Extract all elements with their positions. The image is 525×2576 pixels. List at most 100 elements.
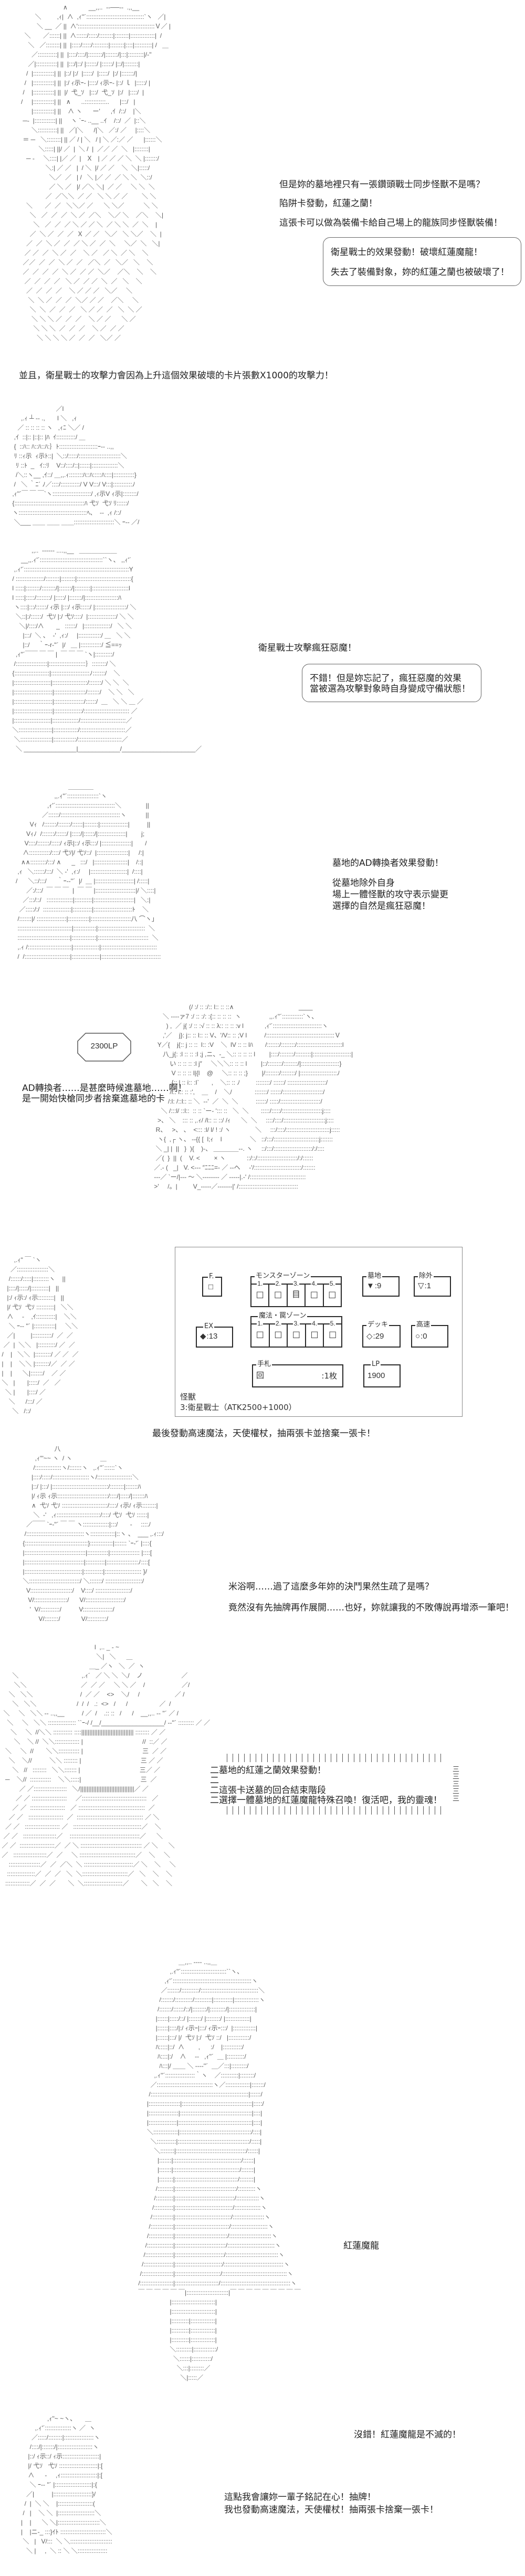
character-art-8: ＿,,.. -‐‐- ..,,＿ ,.ｨ''´:::::::::::::::::… [138, 1958, 301, 2381]
empty-slot-icon: □ [256, 1289, 264, 1299]
bubble-line: 衛星戰士的效果發動！破壞紅蓮魔龍！ [331, 247, 482, 258]
spell-slot-2: 2. □ [270, 1320, 288, 1347]
spell-slot-4: 4. □ [306, 1320, 324, 1347]
lp-value: 1900 [368, 1371, 385, 1380]
panel-line: 二這張卡送墓的回合結束階段 [210, 1785, 326, 1796]
character-art-7: 八 ,ｨ'''~~ ヽ / ヽ ＿ /:::::::::::::::ヽ/::::… [23, 1445, 164, 1623]
speed-count: :0 [421, 1332, 427, 1341]
dialogue-line: 但是妳的墓地裡只有一張鑽頭戰士同步怪獸不是嗎？ [279, 179, 485, 190]
speed-icon: ○ [415, 1332, 421, 1341]
bubble-line: 失去了裝備對象，妳的紅蓮之蘭也被破壞了！ [331, 267, 509, 278]
empty-slot-icon: □ [274, 1329, 282, 1339]
panel-line: 二選擇一體墓地的紅蓮魔龍特殊召喚！復活吧，我的靈魂！ [210, 1795, 442, 1806]
bubble-line: 不錯！但是妳忘記了，瘋狂惡魔的效果 [310, 673, 461, 684]
lp-zone: LP 1900 [363, 1360, 401, 1387]
dialogue-line: 從墓地除外自身 [332, 878, 395, 888]
dialogue-line: 沒錯！紅蓮魔龍是不滅的！ [352, 2430, 463, 2440]
monster-slot-5: 5. □ [324, 1280, 341, 1306]
dialogue-line: 我也發動高速魔法，天使權杖！抽兩張卡捨棄一張卡！ [224, 2505, 438, 2515]
life-points-value: 2300LP [90, 1042, 118, 1051]
octagon-frame-icon [77, 1033, 131, 1062]
extra-deck-zone: EX ◆:13 [196, 1322, 233, 1348]
monster-slot-1: 1. □ [251, 1280, 270, 1306]
hand-zone: 手札 回 :1枚 [252, 1360, 343, 1387]
monsters-heading: 怪獸 [180, 1392, 196, 1402]
dialogue-line: AD轉換者……是甚麼時候進墓地……啊！ [22, 1083, 187, 1094]
dialogue-line: 選擇的自然是瘋狂惡魔！ [332, 901, 430, 911]
character-art-3: ,,.. -‐‐-‐‐ ....,,__ ＿＿＿＿＿＿ __,,.ｨ'´::::… [12, 547, 202, 752]
slot-number: 1. [257, 1320, 264, 1327]
slot-number: 4. [311, 1320, 318, 1327]
monster-zone: モンスターゾーン 1. □ 2. □ 3. 目 4.□ 5. □ [250, 1272, 342, 1307]
dialogue-line: 這點我會讓妳一輩子銘記在心！抽牌！ [224, 2492, 376, 2503]
graveyard-zone: 墓地 ▼:9 [362, 1272, 400, 1297]
monster-entry: 3:衛星戰士（ATK2500+1000） [180, 1403, 297, 1412]
bubble-line: 當被選為攻擊對象時自身變成守備狀態！ [310, 684, 470, 694]
dragon-caption: 紅蓮魔龍 [341, 2241, 381, 2251]
empty-slot-icon: □ [310, 1329, 319, 1339]
banished-count: :1 [424, 1281, 432, 1290]
empty-slot-icon: □ [328, 1289, 337, 1299]
deck-zone: デッキ ◇:29 [362, 1321, 401, 1348]
spell-slot-3: 3. □ [288, 1320, 306, 1347]
spell-trap-zone-label: 魔法・罠ゾーン [258, 1312, 308, 1320]
effect-panel: 二墓地的紅蓮之蘭效果發動！ 二 二這張卡送墓的回合結束階段 二選擇一體墓地的紅蓮… [206, 1753, 468, 1815]
extra-deck-label: EX [203, 1322, 215, 1331]
dialogue-line: 是一開始快槍同步者捨棄進墓地的卡 [22, 1094, 165, 1104]
lp-label: LP [371, 1360, 381, 1369]
monster-slot-2: 2. □ [269, 1280, 288, 1306]
banished-label: 除外 [418, 1272, 434, 1280]
hand-count: :1枚 [321, 1371, 337, 1381]
dialogue-line: 米浴啊……過了這麼多年妳的決鬥果然生疏了是嗎？ [228, 1582, 434, 1592]
dragon-art: l ,.. _ ‐ ~ ＼| ＼ ＿ ＿_ ／ヽ ＼ ／ ヽ ＼ ,.ｨ´ [2, 1644, 211, 1887]
dialogue-line: 竟然沒有先抽牌再作展開……也好，妳就讓我的不敗傳說再增添一筆吧！ [228, 1603, 514, 1613]
dialogue-line: 陷阱卡發動，紅蓮之蘭！ [279, 198, 377, 209]
slot-number: 3. [293, 1320, 300, 1327]
hand-label: 手札 [256, 1360, 272, 1369]
spell-slot-5: 5. □ [324, 1320, 341, 1347]
graveyard-label: 墓地 [366, 1272, 383, 1280]
monster-slot-3: 3. 目 [288, 1280, 306, 1306]
life-points-badge: 2300LP [77, 1033, 131, 1062]
empty-slot-icon: □ [256, 1329, 264, 1339]
speed-label: 高速 [415, 1321, 432, 1329]
banished-icon: ▽ [418, 1281, 424, 1290]
slot-number: 1. [257, 1280, 264, 1287]
character-art-top: ∧ __,,.. -‐──‐- .,,__ ＼ ,ｨ| ∧ ,ｨ''´:::::… [21, 4, 171, 342]
deck-count: :29 [373, 1332, 384, 1341]
narration-line: 並且，衛星戰士的攻擊力會因為上升這個效果破壞的卡片張數X1000的攻擊力！ [19, 370, 333, 381]
slot-number: 3. [293, 1280, 300, 1287]
dialogue-line: 這張卡可以做為裝備卡給自己場上的龍族同步怪獸裝備！ [279, 218, 502, 228]
deck-label: デッキ [366, 1321, 390, 1329]
character-art-4: ＿＿＿＿ ,,.ｨ''´::::::::::::::::::`ヽ ,ｨ'´:::… [16, 783, 161, 960]
monster-zone-label: モンスターゾーン [255, 1272, 311, 1280]
dialogue-line: 墓地的AD轉換者效果發動！ [332, 858, 444, 868]
empty-slot-icon: □ [292, 1329, 301, 1339]
occupied-slot-icon: 目 [292, 1289, 301, 1299]
panel-line: 二墓地的紅蓮之蘭效果發動！ [210, 1765, 326, 1776]
banished-zone: 除外 ▽:1 [414, 1272, 451, 1297]
graveyard-icon: ▼ [366, 1281, 374, 1290]
dialogue-line: 衛星戰士攻擊瘋狂惡魔！ [258, 643, 356, 653]
character-art-2: ／l ,.ｨ ┴ ‐- ., l ＼ ,ｨ ／ :: :: :: :: ヽ ,ｨ… [12, 405, 140, 526]
monster-slot-4: 4.□ [306, 1280, 324, 1306]
dialogue-line: 場上一體怪獸的攻守表示變更 [332, 889, 448, 900]
empty-slot-icon: □ [310, 1289, 318, 1299]
empty-slot-icon: □ [329, 1329, 337, 1339]
panel-right-border: 三 三 三 三 三 [453, 1766, 460, 1803]
slot-number: 5. [329, 1320, 336, 1327]
slot-number: 5. [329, 1280, 335, 1287]
slot-number: 2. [275, 1280, 281, 1287]
spell-slot-1: 1. □ [251, 1320, 270, 1347]
slot-number: 2. [275, 1320, 281, 1327]
hand-card-icon: 回 [256, 1371, 265, 1380]
extra-deck-icon: ◆ [200, 1332, 206, 1341]
character-art-6: ,.ｨ'' ￣ `ヽ ／::::::::::::::::::＼ /::::::/… [2, 1256, 79, 1415]
speed-zone: 高速 ○:0 [411, 1321, 448, 1348]
empty-slot-icon: □ [274, 1289, 282, 1299]
panel-top-border [227, 1754, 442, 1762]
panel-bottom-border [227, 1806, 442, 1815]
speech-bubble: 不錯！但是妳忘記了，瘋狂惡魔的效果 當被選為攻擊對象時自身變成守備狀態！ [302, 664, 481, 702]
extra-deck-count: :13 [206, 1332, 218, 1341]
